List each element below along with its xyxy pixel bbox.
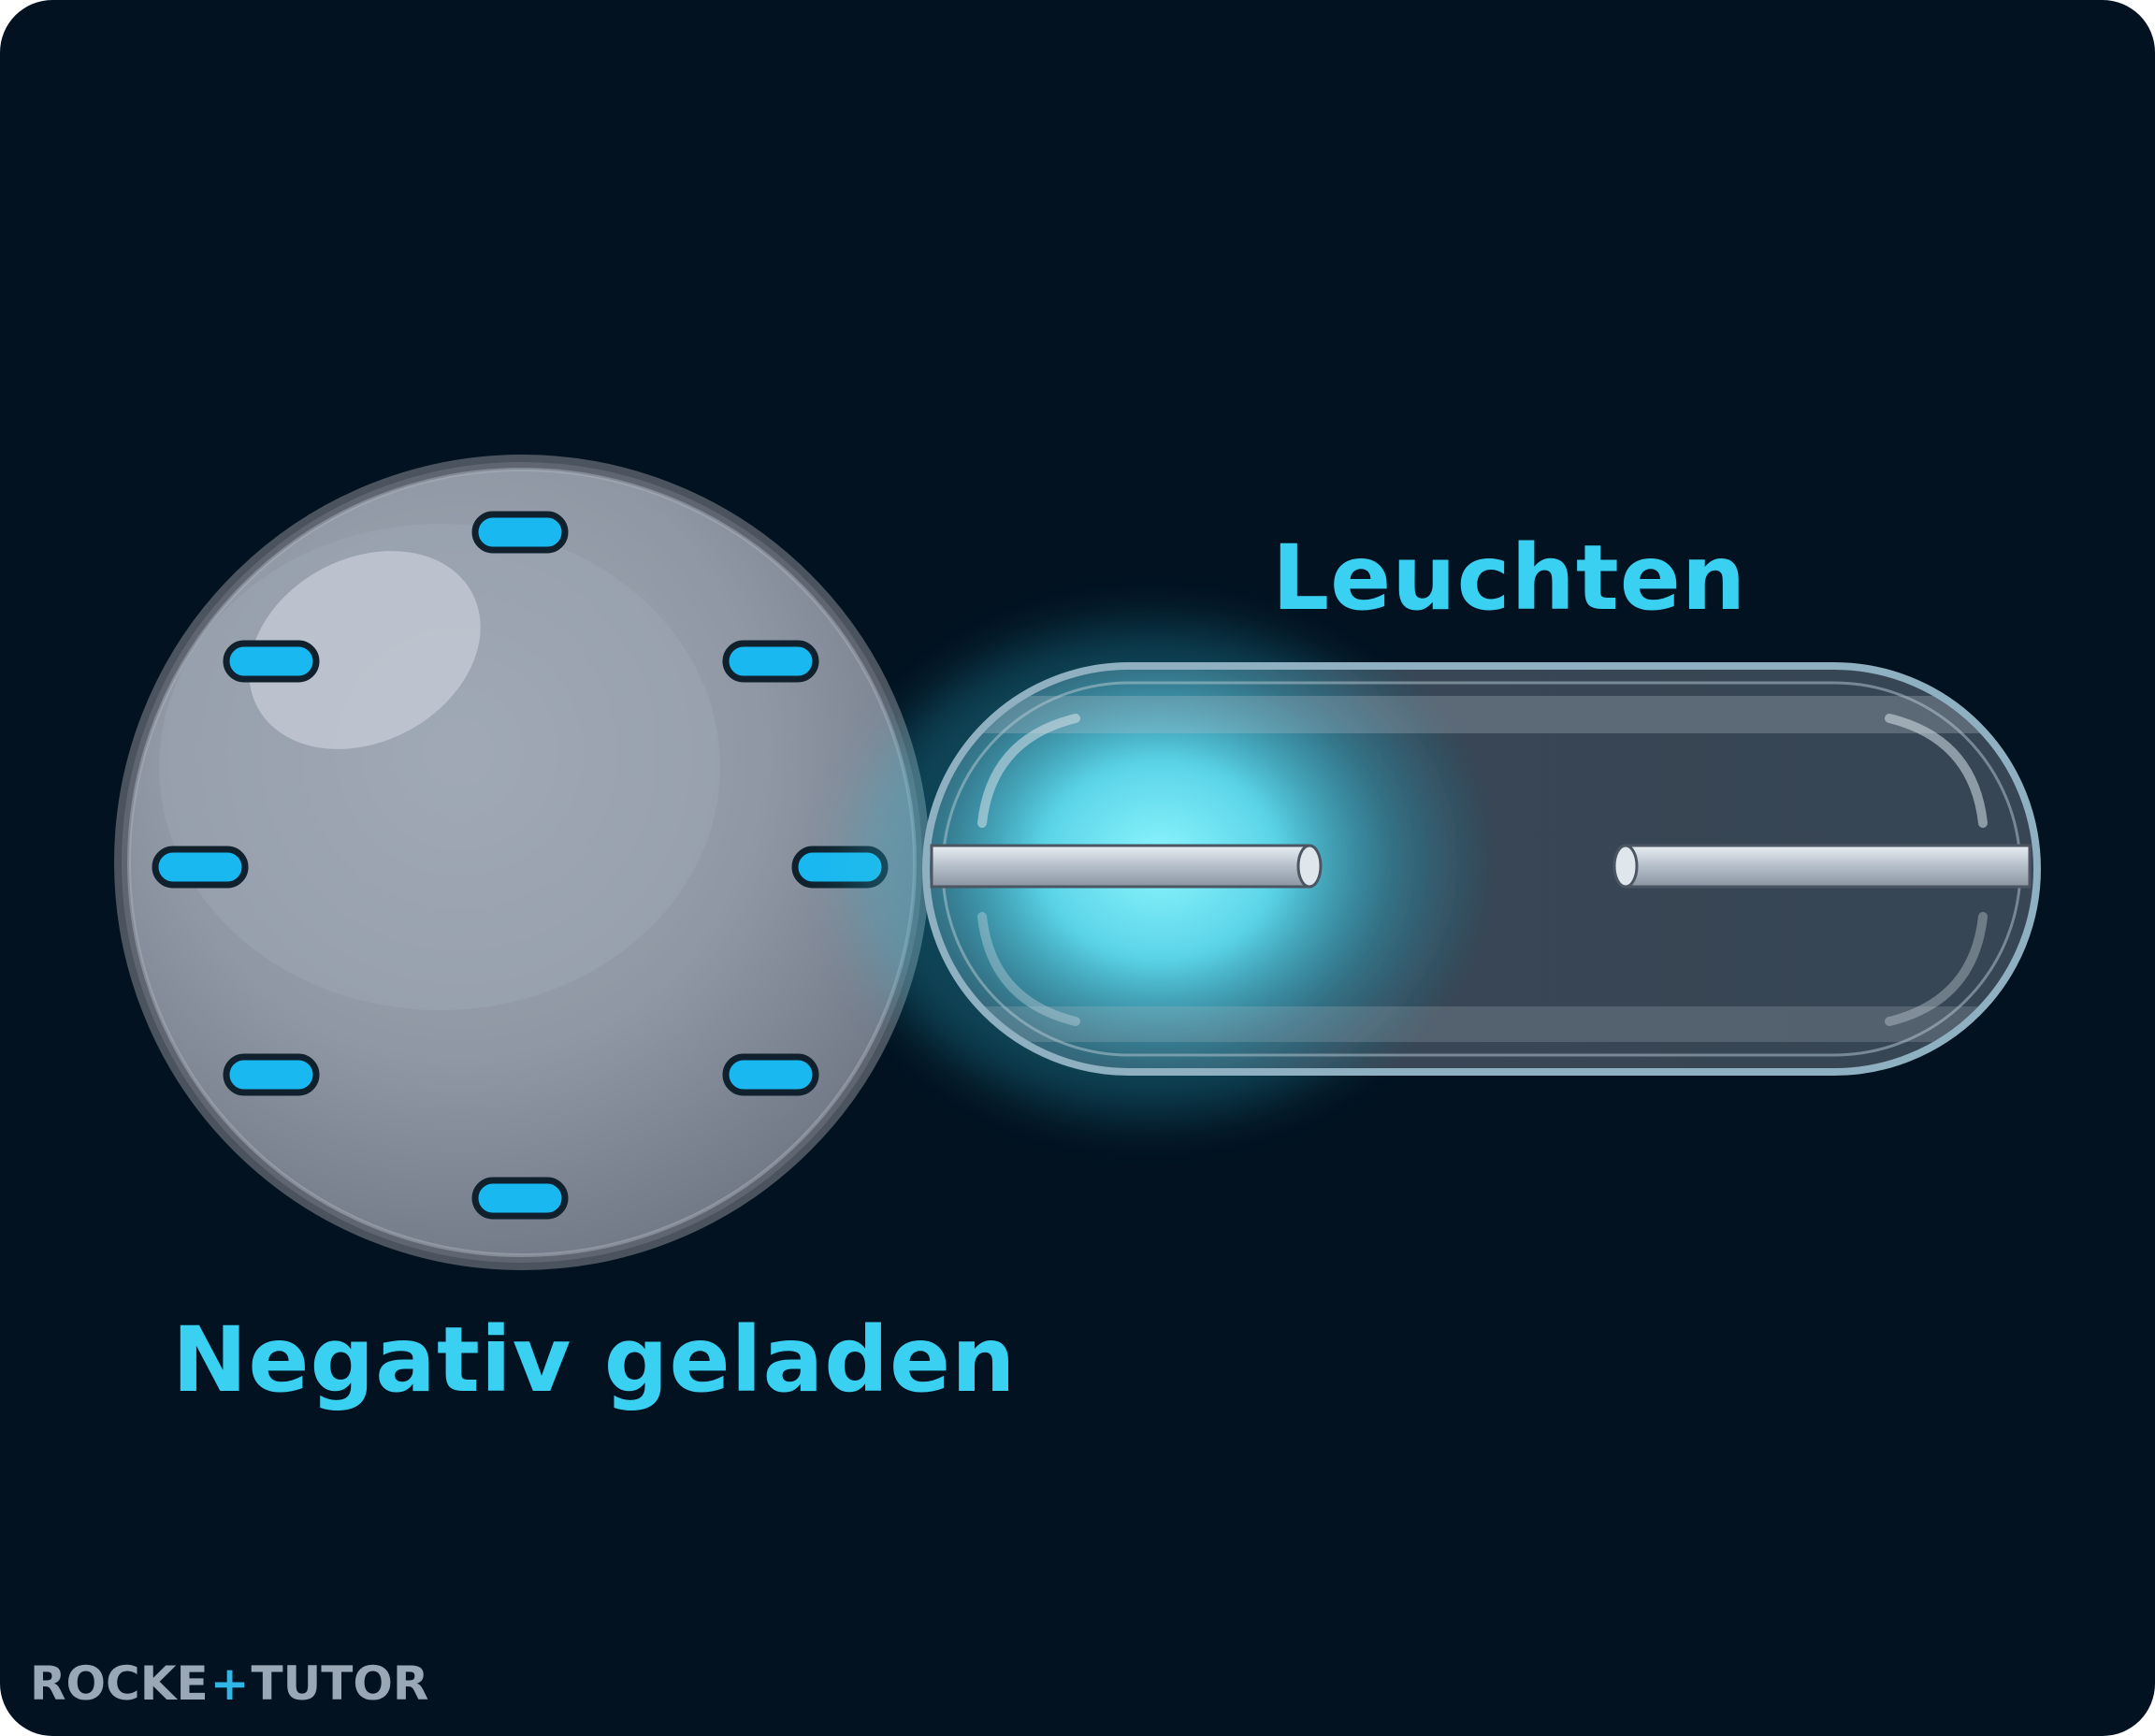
rocket-tutor-logo: ROCKE + TUTOR	[30, 1656, 429, 1711]
logo-text-right: TUTOR	[251, 1656, 429, 1711]
logo-text-left: ROCKE	[30, 1656, 209, 1711]
minus-charge	[223, 640, 320, 683]
minus-charge	[471, 1177, 569, 1220]
minus-charge	[223, 1053, 320, 1096]
charge-label: Negativ geladen	[172, 1308, 1017, 1412]
sphere-highlight	[249, 551, 481, 749]
logo-plus-icon: +	[210, 1656, 250, 1711]
electrode-left	[930, 844, 1323, 889]
minus-charge	[152, 846, 249, 889]
minus-charge	[722, 1053, 819, 1096]
minus-charge	[471, 511, 569, 554]
electrode-right	[1613, 844, 2032, 889]
minus-charge	[722, 640, 819, 683]
glow-label: Leuchten	[1272, 526, 1747, 630]
